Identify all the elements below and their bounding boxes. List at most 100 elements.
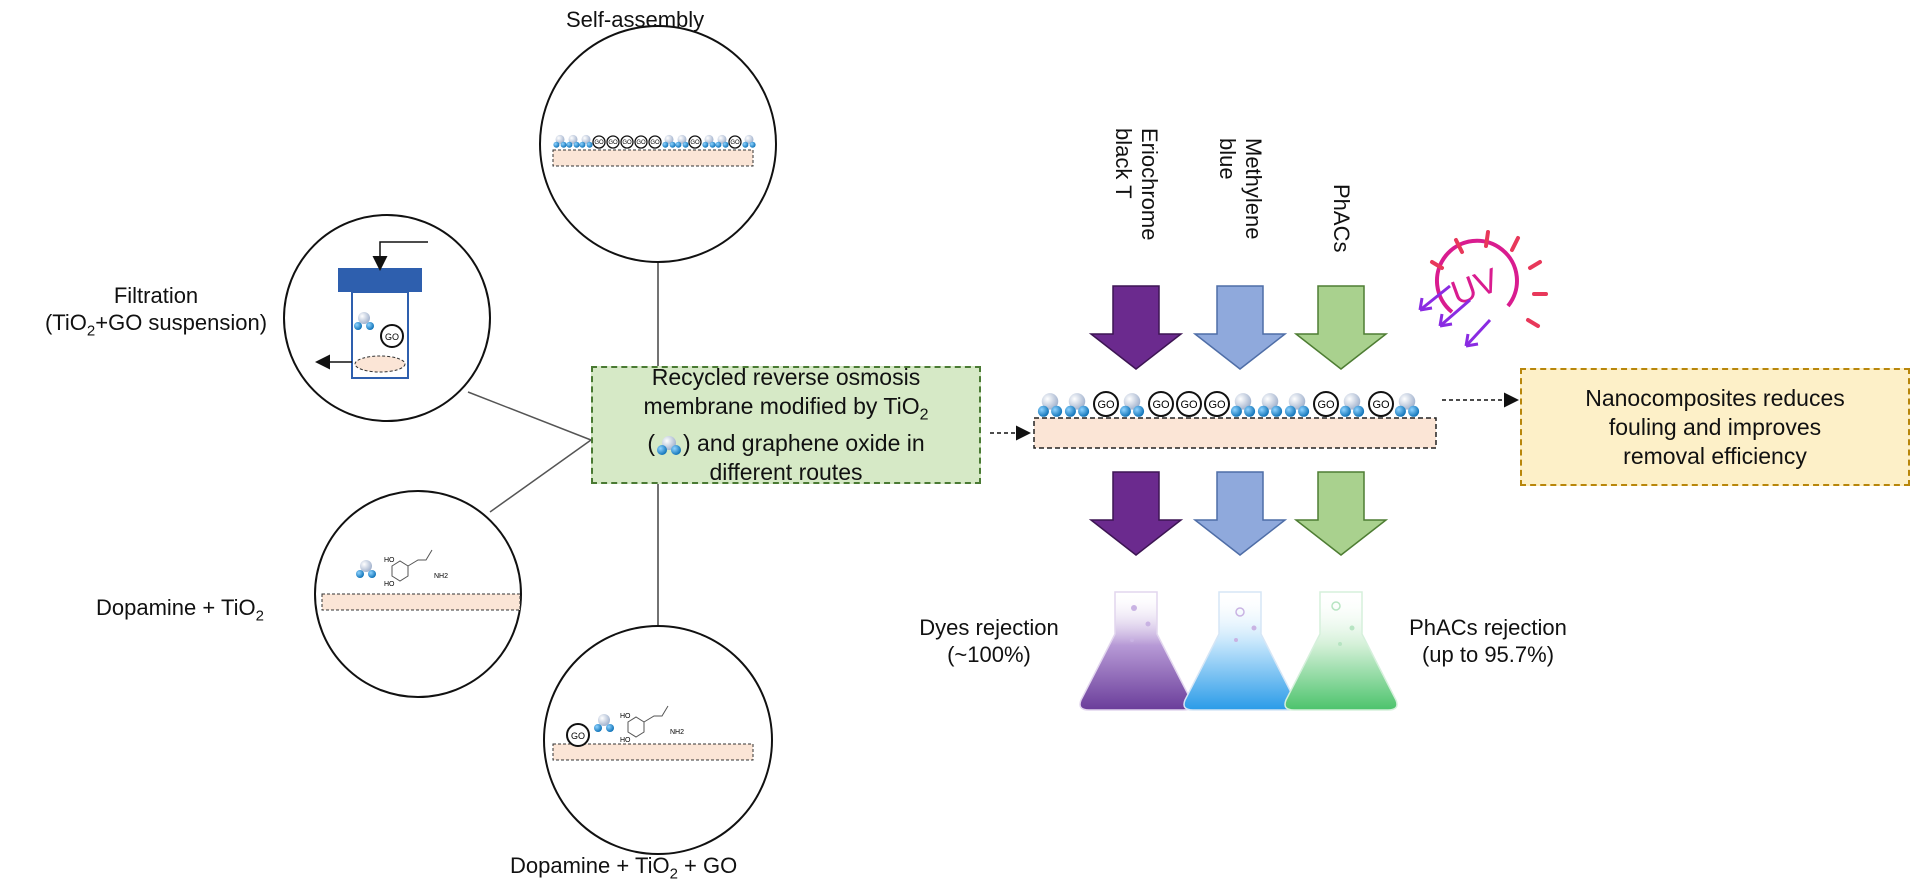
pollutant-label-phacs: PhACs: [1328, 184, 1354, 252]
tio2-particle-atom: [1051, 405, 1063, 417]
pollutant-arrows-out: [1088, 471, 1389, 556]
tio2-particle-atom: [579, 141, 586, 148]
tio2-particle-atom: [553, 141, 560, 148]
center-box-line2: membrane modified by TiO2: [643, 392, 928, 430]
ho-bottom-label: HO: [384, 581, 395, 588]
tio2-particle: [664, 134, 674, 144]
filtration-line2-b: +GO suspension): [95, 310, 268, 335]
flask-purple: [1079, 591, 1193, 711]
arrow-eriochrome-in: [1088, 285, 1184, 370]
go-sheet-label: GO: [1180, 399, 1198, 411]
go-sheet: [1368, 391, 1394, 417]
ho-top-label: HO: [384, 557, 395, 564]
tio2-particle: [568, 134, 578, 144]
tio2-particle-atom: [669, 141, 676, 148]
filtration-cell: GO: [315, 241, 428, 379]
pollutant-label-eriochrome: Eriochrome black T: [1110, 128, 1162, 240]
go-sheet-label: GO: [730, 140, 740, 146]
tio2-particle: [1123, 393, 1141, 410]
result-box-line2: fouling and improves: [1608, 413, 1822, 440]
tio2-particle-atom: [1353, 405, 1365, 417]
tio2-particle-atom: [1339, 405, 1351, 417]
center-box-line2-sub: 2: [919, 406, 929, 424]
go-sheet-label: GO: [1097, 399, 1115, 411]
tio2-particle-atom: [1064, 405, 1076, 417]
dopamine-tio2-go-sub: 2: [669, 865, 678, 883]
pollutant-arrows-in: [1088, 285, 1389, 370]
route-circle-dopamine-tio2-go: [543, 625, 773, 855]
nh2-label: NH2: [670, 729, 684, 736]
dopamine-tio2-go-a: Dopamine + TiO: [510, 853, 670, 878]
result-box-line3: removal efficiency: [1623, 442, 1807, 469]
tio2-particle-atom: [1271, 405, 1283, 417]
eriochrome-line2: black T: [1111, 128, 1136, 199]
tio2-particle-atom: [1078, 405, 1090, 417]
flask-blue: [1183, 591, 1297, 711]
arrow-methylene-in: [1192, 285, 1288, 370]
tio2-particle-atom: [1408, 405, 1420, 417]
arrow-eriochrome-out: [1088, 471, 1184, 556]
tio2-particle-atom: [573, 141, 580, 148]
go-sheet: [728, 135, 742, 149]
tio2-particle-atom: [702, 141, 709, 148]
flask-green: [1284, 591, 1398, 711]
center-box-line1: Recycled reverse osmosis: [651, 363, 921, 390]
go-sheet-label: GO: [690, 140, 700, 146]
methylene-line1: Methylene: [1241, 138, 1266, 240]
tio2-particle: [744, 134, 754, 144]
center-box-line4: different routes: [709, 459, 863, 486]
go-sheet: [592, 135, 606, 149]
ho-bottom-label: HO: [620, 737, 631, 744]
go-sheet-label: GO: [650, 140, 660, 146]
pollutant-label-methylene: Methylene blue: [1214, 138, 1266, 240]
center-box-line3-a: (: [647, 430, 655, 457]
dyes-line1: Dyes rejection: [919, 615, 1059, 640]
route-label-filtration: Filtration (TiO2+GO suspension): [6, 282, 306, 344]
phacs-rejection-line2: (up to 95.7%): [1421, 642, 1555, 667]
tio2-particle: [717, 134, 727, 144]
dopamine-tio2-sub: 2: [255, 607, 264, 625]
go-sheet: [1176, 391, 1202, 417]
tio2-particle-atom: [675, 141, 682, 148]
tio2-particle-atom: [1244, 405, 1256, 417]
tio2-particle-atom: [1133, 405, 1145, 417]
arrow-phacs-in: [1293, 285, 1389, 370]
outcome-label-phacs: PhACs rejection (up to 95.7%): [1378, 614, 1598, 668]
filtration-line1: Filtration: [113, 283, 199, 308]
tio2-particle: [1234, 393, 1252, 410]
tio2-particle-atom: [560, 141, 567, 148]
go-sheet-label: GO: [594, 140, 604, 146]
route-circle-filtration: [283, 214, 491, 422]
go-sheet: [648, 135, 662, 149]
go-sheet: [1093, 391, 1119, 417]
result-box: Nanocomposites reduces fouling and impro…: [1520, 368, 1910, 486]
tio2-particle-atom: [682, 141, 689, 148]
go-sheet: [688, 135, 702, 149]
go-sheet-label: GO: [636, 140, 646, 146]
route-label-dopamine-tio2-go: Dopamine + TiO2 + GO: [510, 852, 737, 887]
go-label: GO: [385, 332, 399, 342]
tio2-molecule-icon: [656, 436, 681, 456]
dopamine-tio2-a: Dopamine + TiO: [96, 595, 256, 620]
tio2-particle-atom: [1119, 405, 1131, 417]
phacs-label: PhACs: [1329, 184, 1354, 253]
go-sheet: [1313, 391, 1339, 417]
ho-top-label: HO: [620, 713, 631, 720]
go-sheet-label: GO: [1372, 399, 1390, 411]
tio2-particle-atom: [709, 141, 716, 148]
go-label: GO: [571, 731, 585, 741]
nh2-label: NH2: [434, 573, 448, 580]
go-sheet: [620, 135, 634, 149]
tio2-particle: [1398, 393, 1416, 410]
tio2-particle-atom: [1037, 405, 1049, 417]
uv-light-icon: UV: [1418, 230, 1548, 348]
center-box-line2-a: membrane modified by TiO: [643, 392, 920, 419]
tio2-particle-atom: [749, 141, 756, 148]
phacs-rejection-line1: PhACs rejection: [1409, 615, 1567, 640]
methylene-line2: blue: [1215, 138, 1240, 180]
tio2-particle: [1288, 393, 1306, 410]
go-sheet-label: GO: [1317, 399, 1335, 411]
